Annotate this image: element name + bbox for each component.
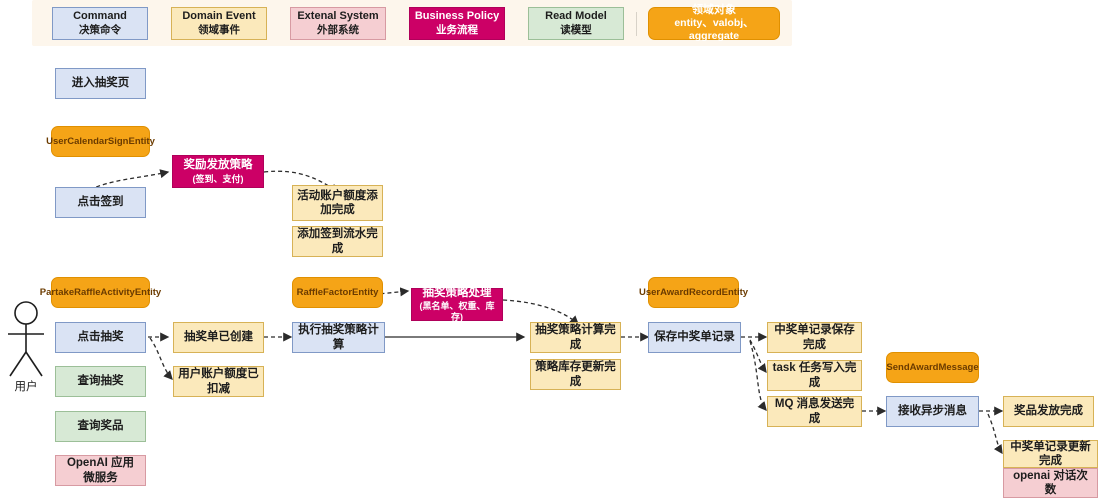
node-label: 接收异步消息 <box>898 405 967 418</box>
policy-raffle-strategy[interactable]: 抽奖策略处理 (黑名单、权重、库存) <box>411 286 503 323</box>
node-label: openai 对话次数 <box>1013 469 1088 496</box>
actor-label: 用户 <box>14 381 38 393</box>
entity-raffle-factor[interactable]: RaffleFactorEntity <box>292 277 383 308</box>
legend-read-model-title: Read Model <box>545 10 607 23</box>
legend-business-policy-sub: 业务流程 <box>436 23 478 36</box>
node-label: 活动账户额度添加完成 <box>297 189 378 216</box>
event-task-written[interactable]: task 任务写入完成 <box>767 360 862 391</box>
node-label: 添加签到流水完成 <box>297 228 378 255</box>
node-label: PartakeRaffleActivityEntity <box>39 286 162 298</box>
event-award-record-updated[interactable]: 中奖单记录更新完成 <box>1003 440 1098 468</box>
command-receive-async-message[interactable]: 接收异步消息 <box>886 396 979 427</box>
node-label: 进入抽奖页 <box>71 77 130 90</box>
node-label: 点击签到 <box>77 196 124 209</box>
legend-item-read-model: Read Model 读模型 <box>528 7 624 40</box>
node-label: SendAwardMessage <box>886 361 979 373</box>
event-user-quota-deducted[interactable]: 用户账户额度已扣减 <box>173 366 264 397</box>
command-enter-raffle-page[interactable]: 进入抽奖页 <box>55 68 146 99</box>
node-label: 点击抽奖 <box>77 331 124 344</box>
node-label: 中奖单记录更新完成 <box>1010 440 1091 467</box>
node-label: 用户账户额度已扣减 <box>178 368 259 395</box>
event-award-record-saved[interactable]: 中奖单记录保存完成 <box>767 322 862 353</box>
node-label: UserCalendarSignEntity <box>46 135 155 147</box>
event-account-quota-added[interactable]: 活动账户额度添加完成 <box>292 185 383 221</box>
node-label: OpenAI 应用 <box>66 457 135 470</box>
legend-item-domain-object: 领域对象 entity、valobj、aggregate <box>648 3 780 43</box>
legend-divider <box>636 12 637 36</box>
event-raffle-order-created[interactable]: 抽奖单已创建 <box>173 322 264 353</box>
legend-external-system-title: Extenal System <box>297 10 379 23</box>
node-label: 执行抽奖策略计算 <box>298 324 379 351</box>
node-label: RaffleFactorEntity <box>296 286 379 298</box>
node-label: task 任务写入完成 <box>772 362 857 389</box>
node-label: 查询抽奖 <box>77 375 124 388</box>
command-click-sign[interactable]: 点击签到 <box>55 187 146 218</box>
read-model-query-raffle[interactable]: 查询抽奖 <box>55 366 146 397</box>
legend-domain-object-title: 领域对象 <box>692 3 736 16</box>
legend-command-title: Command <box>73 10 127 23</box>
node-label: 保存中奖单记录 <box>654 331 735 344</box>
node-label: UserAwardRecordEntity <box>638 286 749 298</box>
legend-item-external-system: Extenal System 外部系统 <box>290 7 386 40</box>
event-award-issued[interactable]: 奖品发放完成 <box>1003 396 1094 427</box>
legend-business-policy-title: Business Policy <box>414 10 500 23</box>
node-label: MQ 消息发送完成 <box>774 398 855 425</box>
entity-user-award-record[interactable]: UserAwardRecordEntity <box>639 277 748 308</box>
node-sublabel: (签到、支付) <box>192 173 244 184</box>
external-openai-app-service[interactable]: OpenAI 应用 微服务 <box>55 455 146 486</box>
event-mq-sent[interactable]: MQ 消息发送完成 <box>767 396 862 427</box>
node-label: 中奖单记录保存完成 <box>774 324 855 351</box>
legend-command-sub: 决策命令 <box>79 23 121 36</box>
legend-item-domain-event: Domain Event 领域事件 <box>171 7 267 40</box>
actor-user-icon <box>8 301 44 377</box>
legend-domain-event-sub: 领域事件 <box>197 23 240 36</box>
legend-external-system-sub: 外部系统 <box>316 23 359 36</box>
node-label: 奖品发放完成 <box>1014 405 1083 418</box>
external-openai-chat-count[interactable]: openai 对话次数 <box>1003 468 1098 498</box>
legend-item-business-policy: Business Policy 业务流程 <box>409 7 505 40</box>
legend-read-model-sub: 读模型 <box>560 23 592 36</box>
node-label: 抽奖单已创建 <box>184 331 253 344</box>
event-strategy-calc-done[interactable]: 抽奖策略计算完成 <box>530 322 621 353</box>
node-label: 查询奖品 <box>77 420 124 433</box>
read-model-query-award[interactable]: 查询奖品 <box>55 411 146 442</box>
node-label: 策略库存更新完成 <box>535 361 616 388</box>
policy-reward-issue[interactable]: 奖励发放策略 (签到、支付) <box>172 155 264 188</box>
entity-send-award-message[interactable]: SendAwardMessage <box>886 352 979 383</box>
node-label-line2: 微服务 <box>83 471 118 484</box>
legend-item-command: Command 决策命令 <box>52 7 148 40</box>
command-click-raffle[interactable]: 点击抽奖 <box>55 322 146 353</box>
legend-domain-object-sub: entity、valobj、aggregate <box>674 17 754 43</box>
legend-domain-event-title: Domain Event <box>182 10 256 23</box>
entity-user-calendar-sign[interactable]: UserCalendarSignEntity <box>46 126 155 157</box>
event-sign-flow-added[interactable]: 添加签到流水完成 <box>292 226 383 257</box>
node-label: 抽奖策略处理 <box>422 286 492 299</box>
entity-partake-raffle-activity[interactable]: PartakeRaffleActivityEntity <box>40 277 161 308</box>
node-label: 抽奖策略计算完成 <box>535 324 616 351</box>
node-label: 奖励发放策略 <box>183 159 253 172</box>
command-save-award-record[interactable]: 保存中奖单记录 <box>648 322 741 353</box>
command-exec-raffle-strategy[interactable]: 执行抽奖策略计算 <box>292 322 385 353</box>
event-strategy-stock-updated[interactable]: 策略库存更新完成 <box>530 359 621 390</box>
node-sublabel: (黑名单、权重、库存) <box>419 300 495 323</box>
